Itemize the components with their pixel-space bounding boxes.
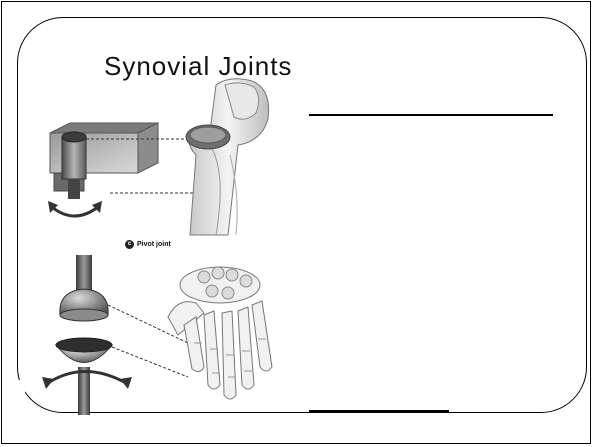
panel-gap bbox=[15, 380, 25, 414]
divider-top bbox=[309, 114, 553, 116]
caption-badge: c bbox=[125, 240, 134, 249]
caption-text: Pivot joint bbox=[137, 241, 171, 248]
ball-socket-hand-illustration bbox=[28, 255, 290, 415]
divider-bottom bbox=[309, 410, 449, 412]
pivot-joint-illustration bbox=[40, 75, 290, 240]
